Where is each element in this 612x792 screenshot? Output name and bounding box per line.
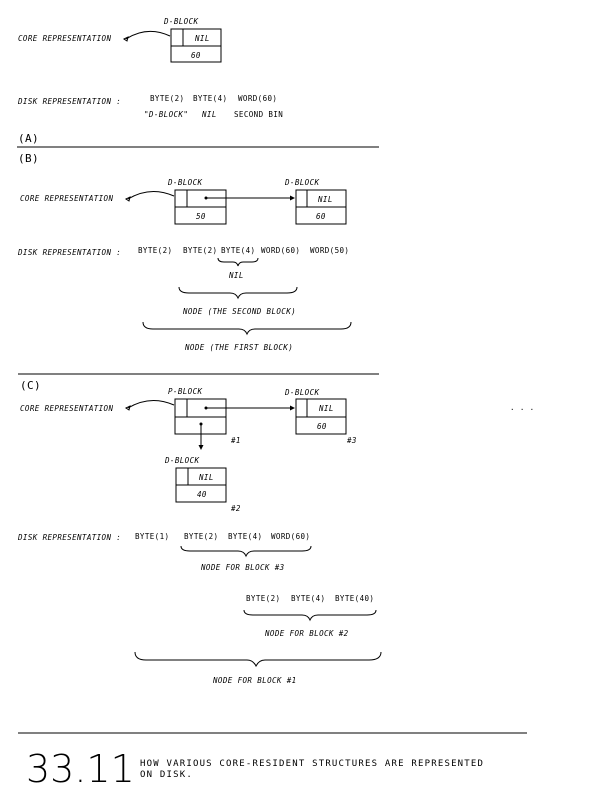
b-block1-value: 50 bbox=[196, 212, 206, 221]
b-block2-nil: NIL bbox=[317, 195, 333, 204]
part-a: CORE REPRESENTATION D-BLOCK NIL 60 DISK … bbox=[17, 17, 379, 148]
b-disk-field-3: BYTE(4) bbox=[221, 246, 255, 255]
b-node-second: NODE (THE SECOND BLOCK) bbox=[182, 307, 296, 316]
c-d-block-3 bbox=[295, 398, 347, 435]
b-disk-label: DISK REPRESENTATION : bbox=[17, 248, 121, 257]
c-disk-field-4: WORD(60) bbox=[271, 532, 310, 541]
b-block1-title: D-BLOCK bbox=[167, 178, 202, 187]
c-dblock3-value: 60 bbox=[317, 422, 327, 431]
b-section-label: (B) bbox=[18, 152, 39, 165]
c-ellipsis: . . . bbox=[510, 403, 535, 412]
b-core-arrow bbox=[127, 191, 175, 200]
a-disk-value-1: "D-BLOCK" bbox=[144, 110, 188, 119]
a-block-nil: NIL bbox=[194, 34, 210, 43]
caption-line-1: HOW VARIOUS CORE-RESIDENT STRUCTURES ARE… bbox=[140, 759, 484, 769]
c-sub-field-2: BYTE(4) bbox=[291, 594, 325, 603]
c-core-label: CORE REPRESENTATION bbox=[20, 404, 113, 413]
c-dblock3-nil: NIL bbox=[318, 404, 334, 413]
c-dblock3-num: #3 bbox=[346, 436, 357, 445]
c-disk-label: DISK REPRESENTATION : bbox=[17, 533, 121, 542]
c-node-block1: NODE FOR BLOCK #1 bbox=[212, 676, 297, 685]
part-c: (C) CORE REPRESENTATION P-BLOCK #1 D-BLO… bbox=[17, 379, 535, 685]
c-d-block-2 bbox=[175, 467, 227, 503]
a-disk-field-1: BYTE(2) bbox=[150, 94, 184, 103]
b-pointer-arrowhead bbox=[290, 195, 295, 201]
b-first-brace bbox=[142, 321, 352, 336]
c-sub-field-1: BYTE(2) bbox=[246, 594, 280, 603]
c-core-arrow bbox=[127, 400, 175, 409]
figure-number: 33.11 bbox=[26, 747, 135, 791]
c-block3-brace bbox=[180, 545, 312, 558]
b-d-block-1 bbox=[174, 189, 227, 225]
a-disk-field-3: WORD(60) bbox=[238, 94, 277, 103]
c-dblock2-nil: NIL bbox=[198, 473, 214, 482]
c-pointer-arrowhead-down bbox=[198, 445, 204, 450]
c-disk-field-2: BYTE(2) bbox=[184, 532, 218, 541]
c-block1-brace bbox=[134, 651, 382, 668]
c-pointer-arrowhead-right bbox=[290, 405, 295, 411]
c-disk-field-1: BYTE(1) bbox=[135, 532, 169, 541]
a-disk-value-2: NIL bbox=[201, 110, 217, 119]
b-nil-label: NIL bbox=[228, 271, 244, 280]
a-disk-field-2: BYTE(4) bbox=[193, 94, 227, 103]
a-core-label: CORE REPRESENTATION bbox=[18, 34, 111, 43]
caption-line-2: ON DISK. bbox=[140, 770, 193, 780]
c-sub-field-3: BYTE(40) bbox=[335, 594, 374, 603]
b-disk-field-1: BYTE(2) bbox=[138, 246, 172, 255]
figure-caption: 33.11 HOW VARIOUS CORE-RESIDENT STRUCTUR… bbox=[18, 732, 527, 791]
b-d-block-2 bbox=[295, 189, 347, 225]
b-core-label: CORE REPRESENTATION bbox=[20, 194, 113, 203]
a-disk-value-3: SECOND BIN bbox=[234, 110, 283, 119]
c-disk-field-3: BYTE(4) bbox=[228, 532, 262, 541]
c-pblock-num: #1 bbox=[230, 436, 241, 445]
a-core-arrow bbox=[125, 31, 171, 40]
a-block-value: 60 bbox=[191, 51, 201, 60]
c-block2-brace bbox=[243, 609, 377, 622]
a-d-block bbox=[170, 28, 222, 63]
part-b: (B) CORE REPRESENTATION D-BLOCK 50 D-BLO… bbox=[17, 152, 379, 375]
a-disk-label: DISK REPRESENTATION : bbox=[17, 97, 121, 106]
a-block-title: D-BLOCK bbox=[163, 17, 198, 26]
b-block2-title: D-BLOCK bbox=[284, 178, 319, 187]
c-dblock2-title: D-BLOCK bbox=[164, 456, 199, 465]
b-disk-field-5: WORD(50) bbox=[310, 246, 349, 255]
a-section-label: (A) bbox=[18, 132, 39, 145]
c-core-arrow-tail bbox=[125, 405, 131, 411]
b-node-first: NODE (THE FIRST BLOCK) bbox=[184, 343, 293, 352]
b-nil-brace bbox=[217, 257, 259, 267]
b-disk-field-4: WORD(60) bbox=[261, 246, 300, 255]
c-node-block3: NODE FOR BLOCK #3 bbox=[200, 563, 285, 572]
c-dblock2-num: #2 bbox=[230, 504, 241, 513]
b-block2-value: 60 bbox=[316, 212, 326, 221]
c-pblock-title: P-BLOCK bbox=[168, 387, 202, 396]
c-dblock2-value: 40 bbox=[197, 490, 207, 499]
c-dblock3-title: D-BLOCK bbox=[284, 388, 319, 397]
a-core-arrow-tail bbox=[123, 36, 129, 42]
b-disk-field-2: BYTE(2) bbox=[183, 246, 217, 255]
b-core-arrow-tail bbox=[125, 196, 131, 202]
c-node-block2: NODE FOR BLOCK #2 bbox=[264, 629, 349, 638]
b-second-brace bbox=[178, 286, 298, 300]
c-section-label: (C) bbox=[20, 379, 41, 392]
